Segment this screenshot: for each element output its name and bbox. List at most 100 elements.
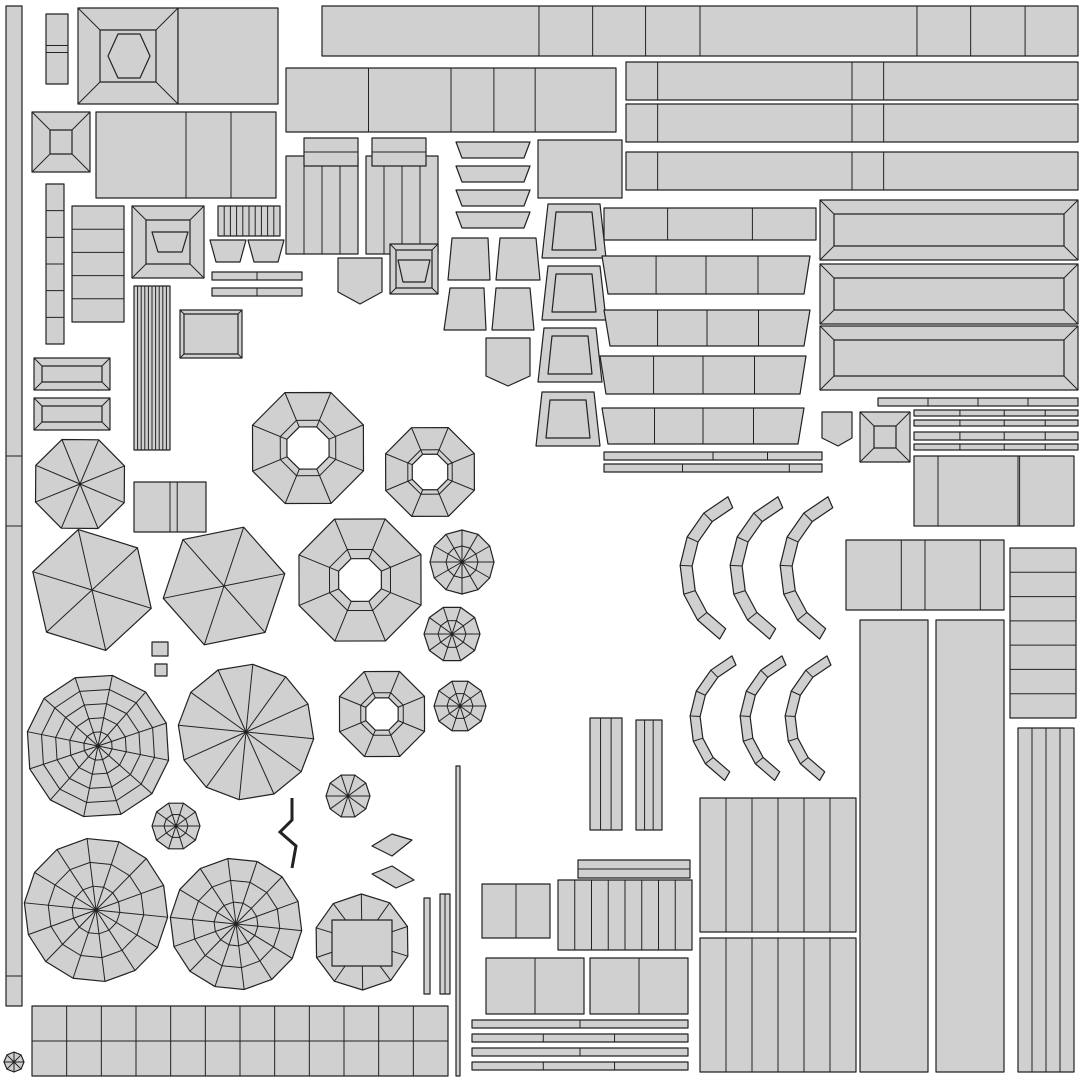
uv-island-28 — [455, 189, 531, 207]
uv-seam — [79, 483, 125, 504]
uv-seam — [191, 919, 196, 940]
uv-seam — [462, 633, 467, 643]
uv-seam — [475, 553, 479, 563]
uv-seam — [189, 923, 237, 972]
uv-seam — [475, 561, 479, 571]
uv-island-53 — [913, 419, 1079, 427]
uv-seam — [372, 549, 391, 568]
uv-seam — [245, 731, 314, 740]
uv-seam — [223, 573, 285, 587]
uv-seam — [273, 928, 281, 948]
uv-seam — [859, 447, 875, 463]
uv-island-30 — [447, 237, 491, 281]
uv-island-9 — [151, 231, 189, 253]
uv-seam — [456, 620, 464, 627]
uv-seam — [381, 554, 422, 572]
uv-hub-opening — [365, 697, 399, 731]
uv-seam — [203, 585, 225, 645]
uv-seam — [447, 569, 455, 577]
uv-seam — [445, 553, 449, 563]
uv-island-86 — [154, 663, 168, 677]
uv-seam — [198, 886, 213, 902]
uv-seam — [35, 483, 81, 503]
uv-seam — [97, 745, 169, 761]
uv-island-66 — [679, 496, 734, 640]
uv-seam — [126, 713, 140, 733]
uv-seam — [760, 669, 769, 678]
uv-seam — [101, 357, 111, 367]
uv-seam — [211, 879, 231, 888]
uv-seam — [189, 263, 205, 279]
uv-seam — [91, 589, 107, 651]
uv-island-12 — [247, 239, 285, 263]
uv-seam — [135, 702, 154, 728]
uv-seam — [179, 309, 185, 315]
uv-seam — [6, 1061, 15, 1070]
uv-seam — [235, 923, 273, 980]
uv-seam — [112, 892, 119, 903]
uv-seam — [103, 717, 118, 725]
uv-seam — [329, 795, 349, 810]
uv-island-26 — [455, 141, 531, 159]
uv-seam — [469, 569, 477, 577]
uv-seam — [710, 669, 719, 678]
uv-seam — [189, 205, 205, 221]
uv-seam — [388, 671, 400, 699]
uv-seam — [33, 357, 43, 367]
uv-seam — [73, 917, 80, 928]
uv-seam — [456, 641, 464, 648]
uv-seam — [71, 111, 91, 131]
uv-seam — [101, 421, 111, 431]
uv-seam — [780, 564, 793, 567]
uv-seam — [69, 726, 77, 741]
uv-seam — [319, 459, 337, 477]
uv-island-61 — [859, 619, 929, 1073]
uv-seam — [753, 512, 763, 522]
uv-seam — [77, 529, 93, 591]
uv-seam — [368, 601, 386, 642]
uv-seam — [746, 690, 756, 696]
uv-seam — [213, 912, 218, 922]
uv-island-32 — [443, 287, 487, 331]
uv-seam — [276, 908, 281, 929]
uv-seam — [31, 153, 51, 173]
uv-seam — [329, 592, 348, 611]
uv-seam — [1063, 309, 1079, 325]
uv-seam — [256, 916, 259, 927]
uv-seam — [364, 729, 376, 757]
uv-seam — [28, 909, 97, 936]
uv-seam — [220, 939, 230, 946]
uv-seam — [109, 689, 137, 704]
uv-seam — [252, 424, 288, 440]
uv-seam — [101, 397, 111, 407]
uv-seam — [470, 698, 474, 707]
uv-seam — [237, 353, 243, 359]
uv-seam — [116, 912, 121, 923]
uv-seam — [49, 745, 99, 801]
uv-seam — [79, 483, 99, 529]
uv-seam — [121, 934, 138, 951]
uv-seam — [183, 731, 247, 761]
uv-seam — [50, 926, 63, 945]
uv-seam — [86, 838, 97, 911]
uv-seam — [205, 731, 247, 788]
uv-seam — [47, 905, 52, 927]
uv-seam — [108, 748, 113, 756]
uv-island-80 — [471, 1033, 689, 1043]
uv-seam — [259, 946, 274, 962]
uv-seam — [298, 588, 339, 606]
uv-seam — [95, 841, 120, 911]
uv-seam — [397, 720, 425, 732]
uv-seam — [339, 720, 367, 733]
uv-seam — [82, 885, 94, 891]
uv-seam — [347, 795, 356, 818]
uv-island-70 — [739, 655, 787, 782]
uv-seam — [108, 922, 117, 931]
uv-seam — [46, 589, 93, 633]
uv-seam — [92, 885, 104, 888]
uv-seam — [106, 703, 127, 715]
uv-seam — [56, 849, 97, 911]
uv-seam — [33, 381, 43, 391]
uv-seam — [136, 914, 145, 936]
uv-seam — [788, 737, 798, 742]
